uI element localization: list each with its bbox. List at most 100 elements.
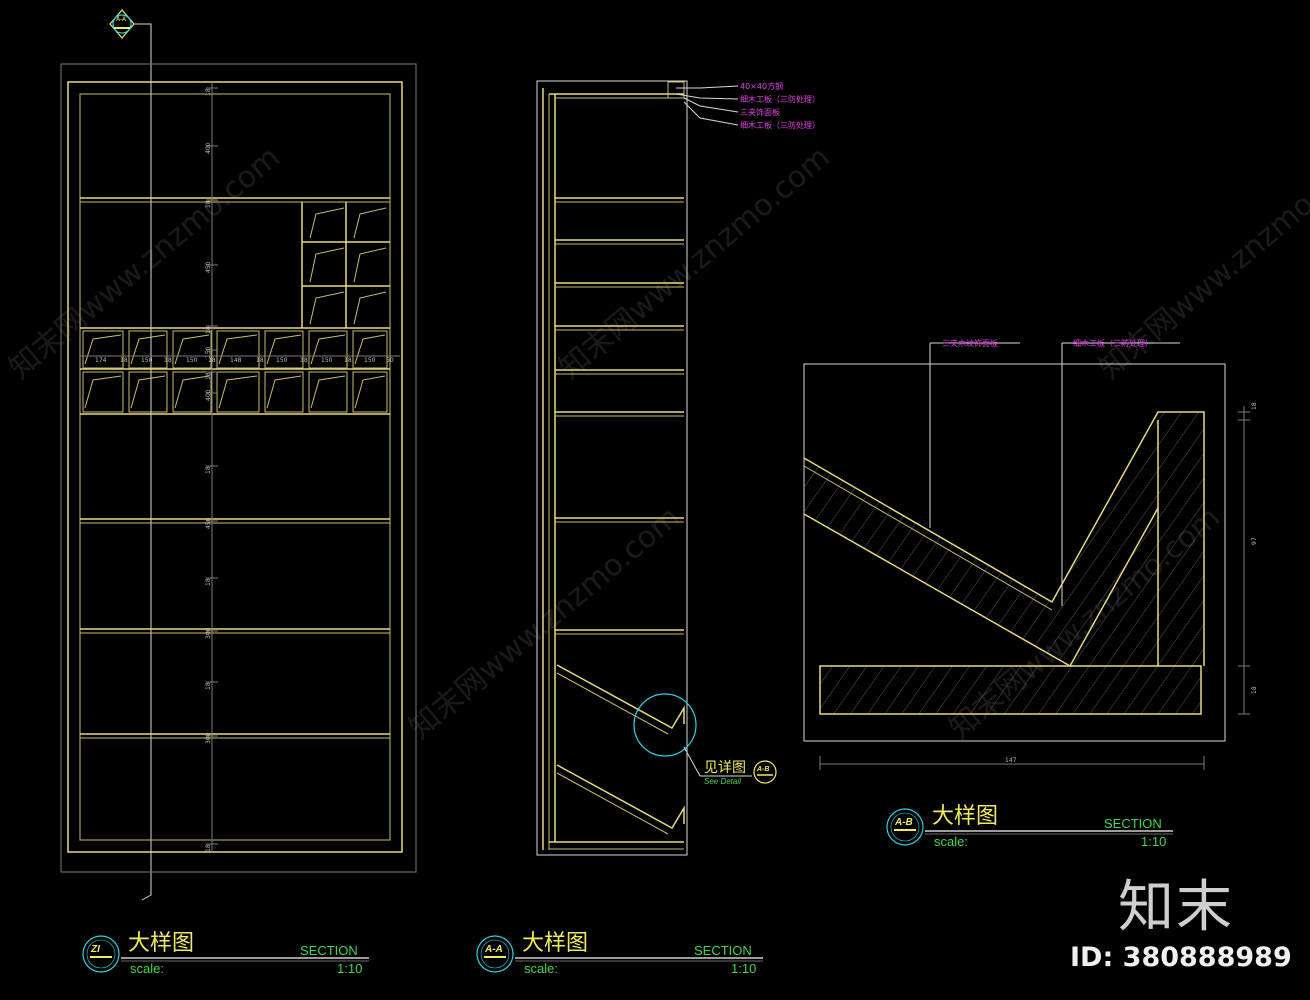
slanted-board <box>556 672 669 735</box>
rack-cubby-slant <box>174 375 210 409</box>
cut-marker-circle <box>112 14 132 34</box>
cut-line <box>134 23 152 901</box>
rack-cubby-slant <box>354 375 386 409</box>
cabinet-inner <box>79 93 391 841</box>
callout-board: 细木工板（三防处理） <box>740 94 820 104</box>
view-title: 大样图 <box>522 931 588 956</box>
cabinet-outline <box>67 81 403 853</box>
dim-width: 147 <box>1005 757 1017 764</box>
view-tag-label: A-A <box>484 944 503 955</box>
resource-id: ID: 380888989 <box>1070 942 1292 973</box>
slanted-board <box>556 764 685 830</box>
watermark: 知末网www.znzmo.com <box>403 500 687 746</box>
dimension-label: 150 <box>141 357 153 364</box>
dimension-label: 150 <box>364 357 376 364</box>
detail-leader <box>683 746 701 777</box>
dimension-label: 18 <box>205 578 212 586</box>
scale-value: 1:10 <box>1141 834 1166 849</box>
scale-value: 1:10 <box>337 961 362 976</box>
board-outline <box>803 465 1053 611</box>
view-tag-label: ZI <box>90 944 100 955</box>
view-tag-circle <box>476 935 514 973</box>
hatch-fill <box>804 420 1158 666</box>
hatch-fill <box>820 666 1201 714</box>
dimension-label: 18 <box>205 326 212 334</box>
leader-line <box>683 97 739 113</box>
brand-logo: 知末 <box>1118 875 1234 940</box>
sheet-frame <box>60 63 417 873</box>
dimension-label: 18 <box>205 88 212 96</box>
dimension-label: 50 <box>386 357 394 364</box>
rack-cubby <box>264 330 304 369</box>
view-tag-circle <box>86 939 116 969</box>
dimension-label: 18 <box>205 844 212 852</box>
rack-cubby <box>172 371 212 413</box>
rack-cubby-slant <box>309 207 345 239</box>
watermark: 知末网www.znzmo.com <box>553 140 837 386</box>
dimension-label: 18 <box>205 372 212 380</box>
rack-cubby-slant <box>353 291 387 325</box>
rack-cubby-slant <box>218 375 258 409</box>
cut-marker: A-A <box>109 9 152 901</box>
rack-cubby-slant <box>353 247 387 283</box>
section-label: SECTION <box>1104 816 1162 831</box>
shelves <box>80 197 390 739</box>
callout-veneer: 三夹木纹饰面板 <box>942 338 998 348</box>
view-tag-circle <box>82 935 120 973</box>
rack-cubby <box>264 371 304 413</box>
detail-ref-tag: A-B <box>756 766 769 773</box>
rack-cubby-slant <box>84 375 122 409</box>
scale-label: scale: <box>130 961 164 976</box>
detail-ref-text: 见详图 <box>704 760 746 776</box>
view-tag-circle <box>890 812 920 842</box>
section-leaders <box>675 85 739 126</box>
base-board <box>819 665 1202 715</box>
dimension-label: 150 <box>321 357 333 364</box>
dimension-label: 18 <box>205 466 212 474</box>
dimension-label: 150 <box>205 346 212 358</box>
section-label: SECTION <box>300 943 358 958</box>
dimension-label: 174 <box>95 357 107 364</box>
detail-circle <box>633 693 697 757</box>
dimension-label: 18 <box>344 357 352 364</box>
rack-cubby <box>216 371 260 413</box>
dimension-label: 18 <box>300 357 308 364</box>
dim-bottom: 18 <box>1251 686 1258 694</box>
rack-cubby-slant <box>310 375 346 409</box>
dimension-label: 400 <box>205 389 212 401</box>
dimension-label: 18 <box>164 357 172 364</box>
slanted-board <box>556 664 685 730</box>
rack-cubby <box>128 330 168 369</box>
watermark: 知末网www.znzmo.com <box>1093 140 1310 386</box>
callout-veneer: 三夹饰面板 <box>740 107 780 117</box>
leader-line <box>683 101 739 126</box>
dimension-label: 300 <box>205 732 212 744</box>
rack-cubby-slant <box>309 247 345 283</box>
dimension-label: 150 <box>186 357 198 364</box>
section-label: SECTION <box>694 943 752 958</box>
rack-cubby <box>308 330 348 369</box>
detail-ref-circle <box>753 760 777 784</box>
dimension-label: 18 <box>208 357 216 364</box>
dimension-label: 18 <box>205 200 212 208</box>
board-outline <box>803 411 1205 666</box>
dimension-label: 18 <box>256 357 264 364</box>
section-a-a: 40×40方钢 细木工板（三防处理） 三夹饰面板 细木工板（三防处理） 见详图 … <box>536 80 820 856</box>
rack-cubby <box>352 330 388 369</box>
callout-steel: 40×40方钢 <box>740 81 783 91</box>
steel-tube <box>667 81 685 99</box>
detail-ref-sub: See Detail <box>704 777 741 786</box>
callout-board: 细木工板（三防处理） <box>1073 338 1153 348</box>
section-shelves <box>555 197 684 635</box>
rack-cubby <box>352 371 388 413</box>
dimension-label: 400 <box>205 142 212 154</box>
dimension-label: 450 <box>205 517 212 529</box>
dim-top: 18 <box>1251 402 1258 410</box>
watermark: 知末网www.znzmo.com <box>3 140 287 386</box>
dimension-label: 18 <box>120 357 128 364</box>
